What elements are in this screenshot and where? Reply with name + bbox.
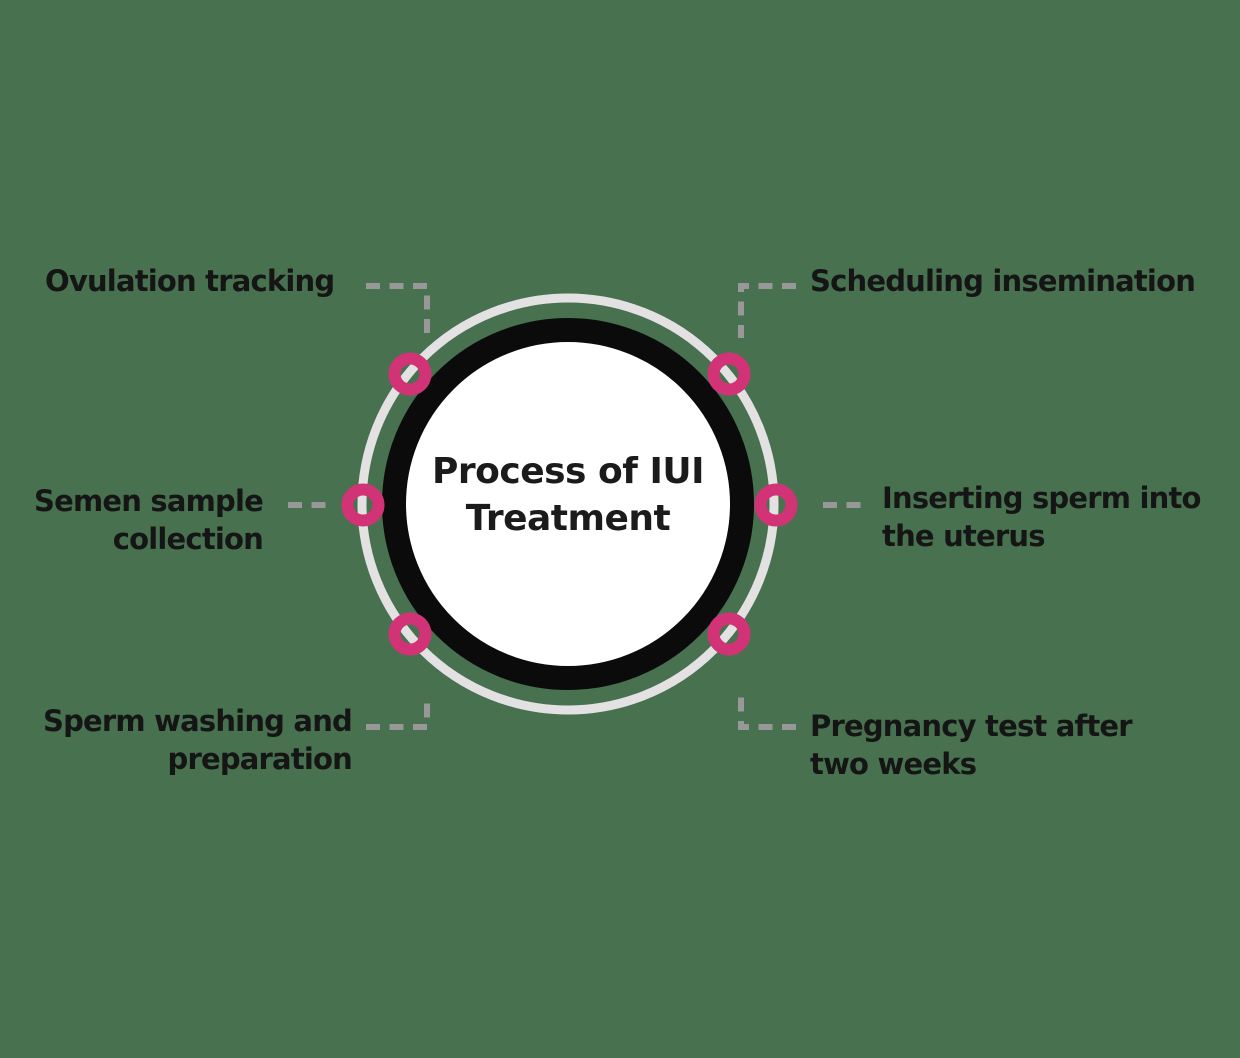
node-semen-sample-collection	[341, 483, 385, 527]
node-pregnancy-test	[707, 612, 751, 656]
diagram-title-line-1: Process of	[432, 451, 638, 492]
step-label-line: Sperm washing and	[42, 704, 353, 738]
step-label-line: preparation	[167, 742, 352, 776]
step-label-line: Inserting sperm into	[882, 481, 1201, 515]
step-label-semen-sample-collection: Semen sample collection	[34, 482, 264, 558]
step-label-ovulation-tracking: Ovulation tracking	[45, 262, 335, 300]
step-label-line: Scheduling insemination	[810, 264, 1196, 298]
connector-bottom-right	[738, 696, 796, 730]
connector-top-left	[366, 283, 430, 338]
step-label-line: collection	[112, 522, 264, 556]
step-label-line: Semen sample	[34, 484, 264, 518]
step-label-line: the uterus	[882, 519, 1045, 553]
diagram-title: Process of IUI Treatment	[368, 448, 768, 542]
step-label-line: Ovulation tracking	[45, 264, 335, 298]
connector-top-right	[738, 283, 796, 338]
core-circle	[382, 318, 754, 690]
connector-bottom-left	[366, 696, 430, 730]
outer-ring	[357, 293, 779, 715]
step-label-inserting-sperm: Inserting sperm into the uterus	[882, 479, 1201, 555]
node-ovulation-tracking	[388, 352, 432, 396]
step-label-line: two weeks	[810, 747, 977, 781]
step-label-pregnancy-test: Pregnancy test after two weeks	[810, 707, 1133, 783]
diagram-title-line-2: IUI Treatment	[465, 451, 705, 539]
node-sperm-washing	[388, 612, 432, 656]
step-label-line: Pregnancy test after	[810, 709, 1133, 743]
node-inserting-sperm	[754, 483, 798, 527]
node-scheduling-insemination	[707, 352, 751, 396]
step-label-scheduling-insemination: Scheduling insemination	[810, 262, 1196, 300]
step-label-sperm-washing: Sperm washing and preparation	[42, 702, 353, 778]
